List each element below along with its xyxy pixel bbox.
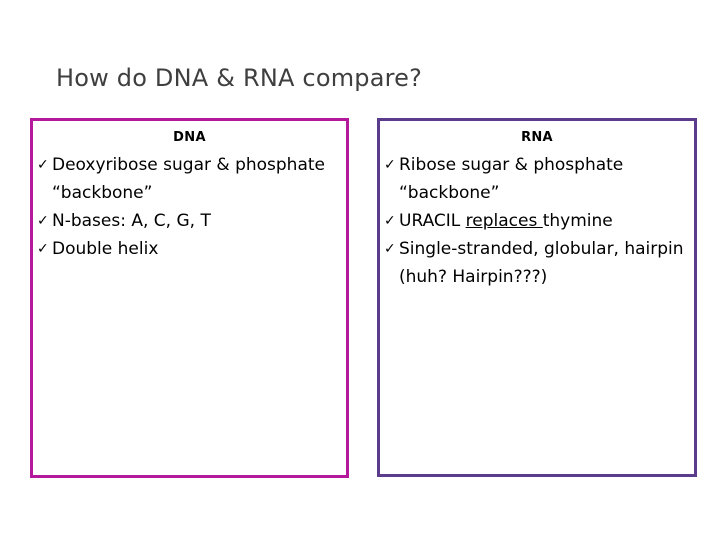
list-item-text-pre: URACIL xyxy=(399,211,466,231)
checkmark-icon: ✓ xyxy=(384,157,396,173)
rna-box-header: RNA xyxy=(521,130,553,145)
list-item: ✓ URACIL replaces thymine xyxy=(384,207,690,235)
list-item: ✓ Ribose sugar & phosphate “backbone” xyxy=(384,151,690,207)
list-item: ✓ Deoxyribose sugar & phosphate “backbon… xyxy=(37,151,338,207)
list-item-label: Deoxyribose sugar & phosphate “backbone” xyxy=(52,155,325,203)
dna-bullet-list: ✓ Deoxyribose sugar & phosphate “backbon… xyxy=(33,151,346,263)
list-item-label: Ribose sugar & phosphate “backbone” xyxy=(399,155,624,203)
list-item: ✓ Single-stranded, globular, hairpin (hu… xyxy=(384,235,690,291)
checkmark-icon: ✓ xyxy=(37,241,49,257)
checkmark-icon: ✓ xyxy=(37,213,49,229)
list-item-label: N-bases: A, C, G, T xyxy=(52,211,211,231)
rna-comparison-box: RNA ✓ Ribose sugar & phosphate “backbone… xyxy=(377,118,697,477)
dna-box-header: DNA xyxy=(173,130,206,145)
checkmark-icon: ✓ xyxy=(384,241,396,257)
list-item: ✓ N-bases: A, C, G, T xyxy=(37,207,338,235)
checkmark-icon: ✓ xyxy=(384,213,396,229)
page-title: How do DNA & RNA compare? xyxy=(56,64,423,92)
dna-comparison-box: DNA ✓ Deoxyribose sugar & phosphate “bac… xyxy=(30,118,349,478)
rna-bullet-list: ✓ Ribose sugar & phosphate “backbone” ✓ … xyxy=(380,151,694,291)
list-item-label: URACIL replaces thymine xyxy=(399,211,613,231)
checkmark-icon: ✓ xyxy=(37,157,49,173)
list-item-text-post: thymine xyxy=(542,211,613,231)
list-item-label: Double helix xyxy=(52,239,159,259)
list-item-text-underlined: replaces xyxy=(465,211,543,231)
list-item-label: Single-stranded, globular, hairpin (huh?… xyxy=(399,239,684,287)
list-item: ✓ Double helix xyxy=(37,235,338,263)
